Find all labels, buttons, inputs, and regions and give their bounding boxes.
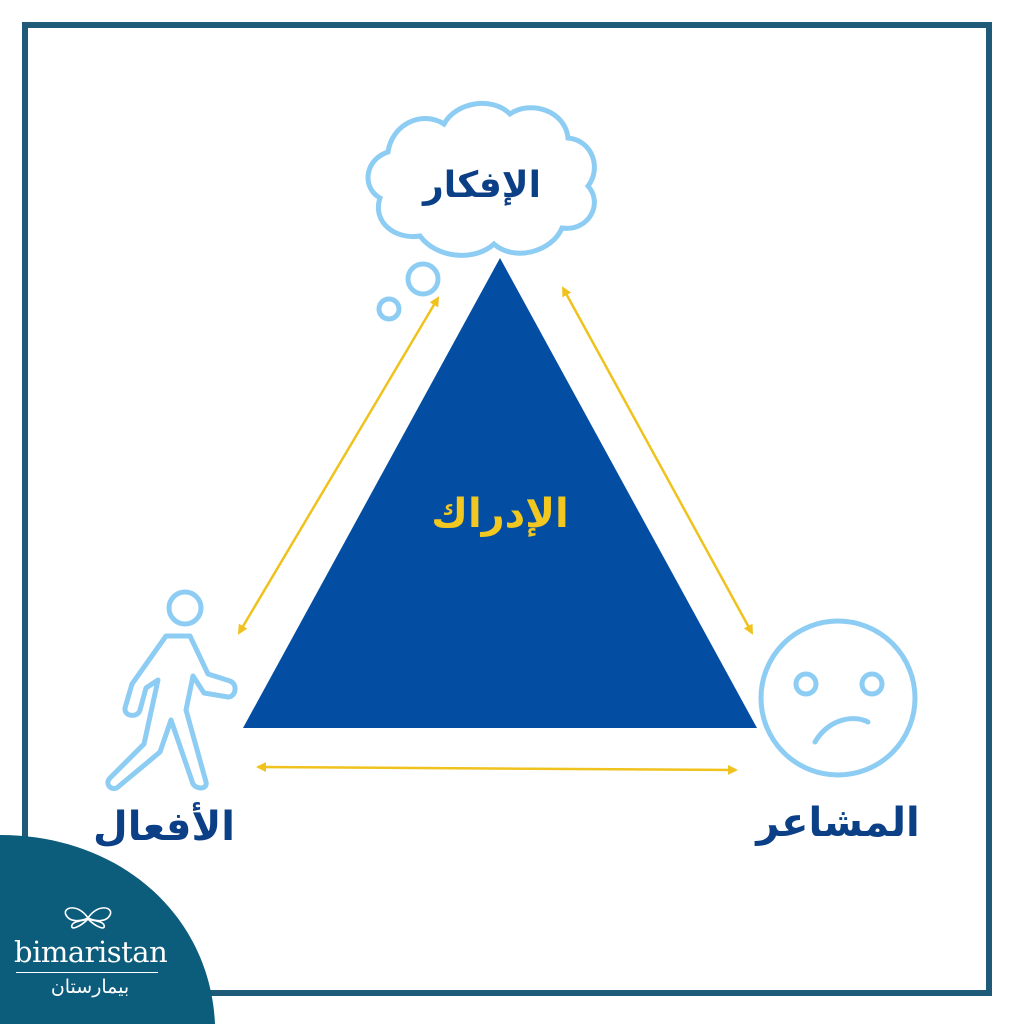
brand-corner [0,835,215,1024]
thoughts-label: الإفكار [421,165,541,206]
arrow-actions-feelings [256,762,738,775]
sad-face-icon [758,618,918,778]
brand-name: bimaristan [14,935,168,969]
actions-label: الأفعال [93,801,235,850]
feelings-label: المشاعر [754,800,919,846]
center-label: الإدراك [431,491,568,537]
walking-person-icon [105,589,238,792]
brand-name-arabic: بيمارستان [50,976,130,998]
border-frame [22,22,992,996]
arrow-thoughts-actions [237,296,440,635]
butterfly-logo-icon [64,907,112,929]
brand-divider [16,972,158,973]
thought-cloud-icon [365,100,597,322]
arrow-thoughts-feelings [561,286,754,635]
